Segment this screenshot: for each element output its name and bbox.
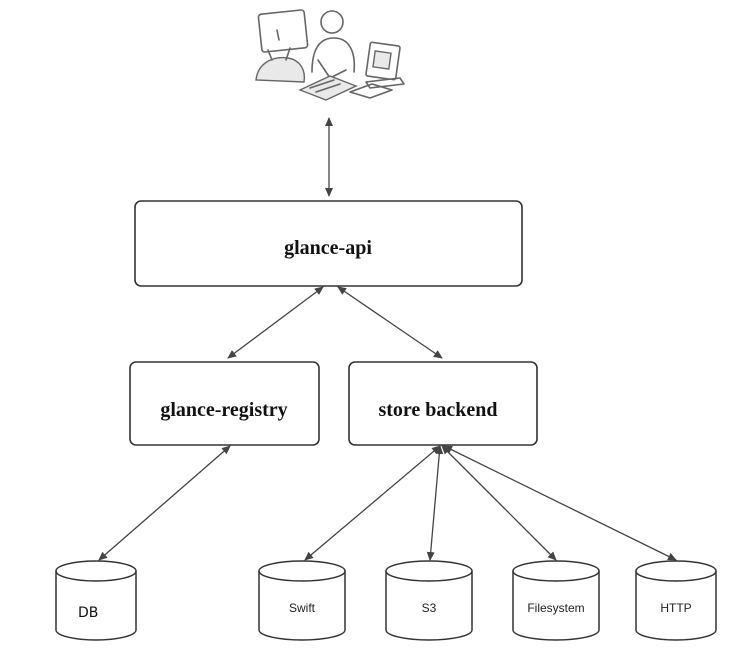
filesystem-cylinder: Filesystem [512, 560, 600, 641]
s3-label: S3 [422, 601, 437, 615]
s3-cylinder: S3 [385, 560, 473, 641]
http-cylinder: HTTP [635, 560, 717, 641]
arrow-registry-db [98, 445, 231, 561]
db-cylinder: DB [55, 560, 137, 641]
users-computers-icon [255, 9, 405, 101]
swift-label: Swift [289, 601, 316, 615]
store-backend-label: store backend [378, 399, 497, 421]
arrow-backend-http [443, 445, 677, 561]
arrow-backend-filesystem [441, 445, 557, 561]
glance-api-label: glance-api [284, 237, 372, 259]
arrow-api-registry [227, 286, 324, 359]
connectors [98, 117, 677, 561]
swift-cylinder: Swift [258, 560, 346, 641]
arrow-api-backend [337, 286, 443, 359]
arrow-backend-s3 [426, 445, 444, 561]
db-label: DB [78, 605, 98, 621]
glance-api-node: glance-api [134, 200, 523, 287]
http-label: HTTP [660, 601, 691, 615]
store-backend-node: store backend [348, 361, 538, 446]
glance-registry-node: glance-registry [129, 361, 320, 446]
glance-registry-label: glance-registry [160, 399, 287, 421]
filesystem-label: Filesystem [527, 601, 584, 615]
arrow-backend-swift [304, 445, 441, 561]
